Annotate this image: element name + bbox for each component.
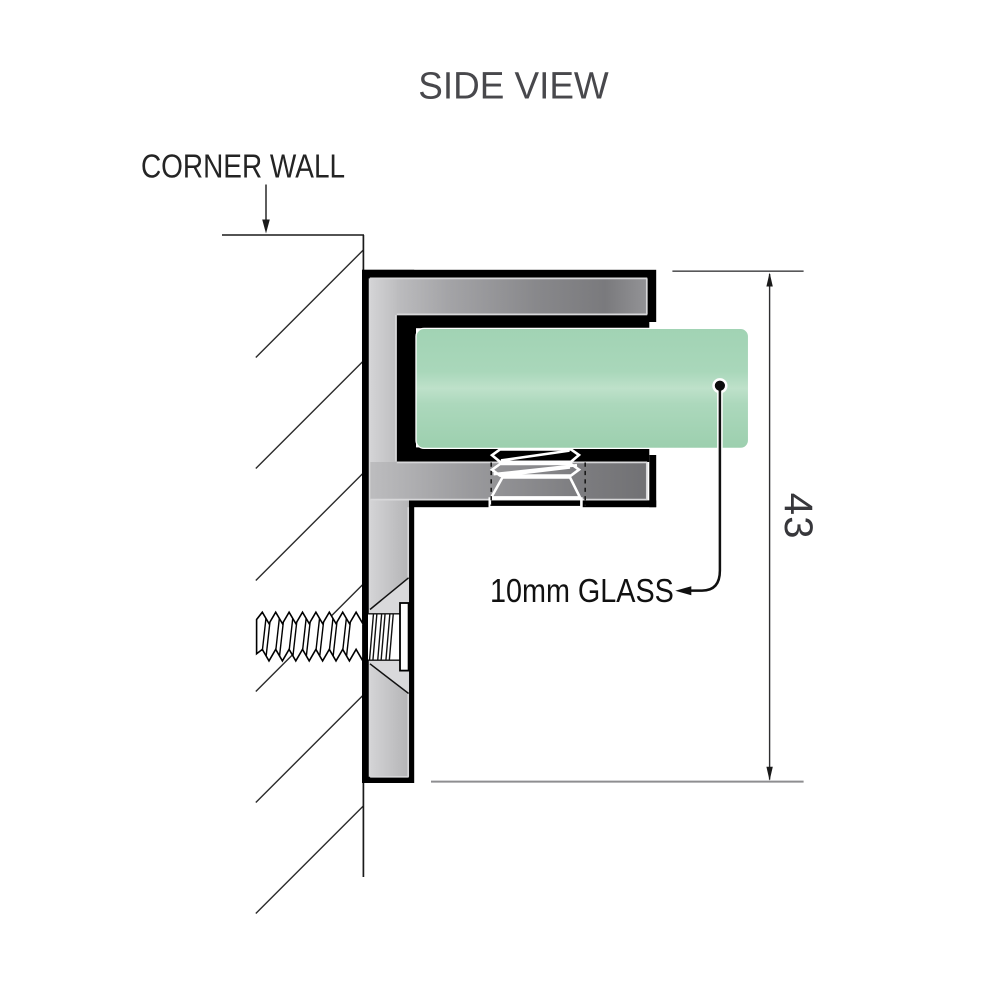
svg-text:10mm GLASS: 10mm GLASS xyxy=(490,572,674,609)
svg-text:43: 43 xyxy=(776,493,820,540)
svg-text:CORNER WALL: CORNER WALL xyxy=(141,148,345,185)
svg-text:SIDE VIEW: SIDE VIEW xyxy=(418,64,609,107)
